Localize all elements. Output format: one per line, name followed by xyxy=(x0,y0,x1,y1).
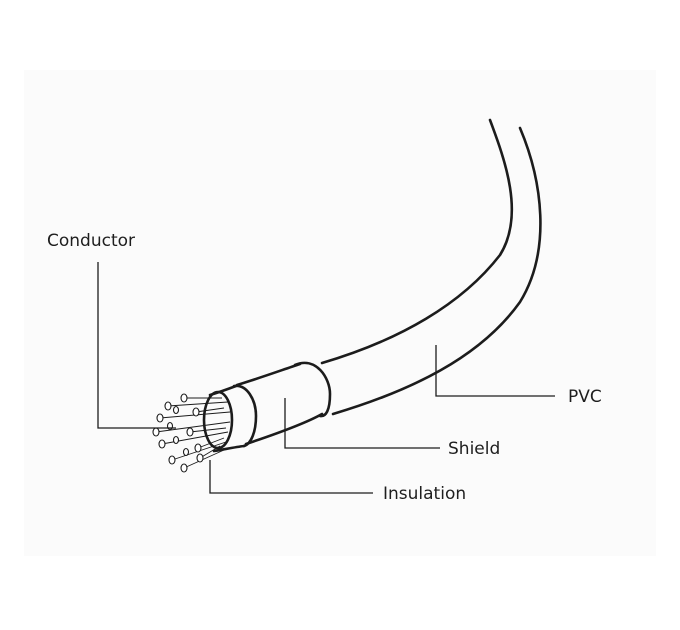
wire-end xyxy=(158,439,166,449)
wire-end xyxy=(196,453,204,463)
insulation-bottom-edge xyxy=(212,444,246,453)
pvc-leader-line xyxy=(435,345,555,397)
wire-end xyxy=(164,401,172,411)
pvc-jacket-bottom-edge xyxy=(331,126,542,416)
wire-end xyxy=(172,405,180,415)
wire-strand xyxy=(195,407,225,413)
insulation-layer xyxy=(202,384,246,453)
wire-end xyxy=(180,463,188,473)
shield-jacket-edge xyxy=(293,361,332,418)
conductor-leader-line xyxy=(97,262,176,429)
shield-front-edge xyxy=(232,384,258,448)
pvc-jacket xyxy=(320,118,542,416)
wire-strand xyxy=(197,437,225,449)
conductor-wires xyxy=(152,393,231,473)
shield-layer xyxy=(232,361,332,448)
conductor-label: Conductor xyxy=(47,231,135,251)
shield-label: Shield xyxy=(448,439,500,459)
insulation-label: Insulation xyxy=(383,484,466,504)
wire-strand xyxy=(161,431,229,445)
wire-end xyxy=(152,427,160,437)
wire-end xyxy=(186,427,194,437)
shield-bottom-edge xyxy=(244,412,324,446)
wire-end xyxy=(172,435,180,445)
leader-lines xyxy=(97,262,555,494)
wire-strand xyxy=(167,401,229,407)
pvc-label: PVC xyxy=(568,387,602,407)
wire-strand xyxy=(183,449,225,469)
insulation-leader-line xyxy=(209,460,373,494)
wire-strand xyxy=(189,427,227,433)
wire-end xyxy=(194,443,202,453)
wire-end xyxy=(182,447,190,457)
wire-strand xyxy=(155,421,231,433)
wire-strand xyxy=(199,445,221,459)
wire-end xyxy=(192,407,200,417)
shield-leader-line xyxy=(284,398,440,449)
shield-top-edge xyxy=(235,362,302,387)
insulation-rim xyxy=(202,390,234,450)
wire-end xyxy=(168,455,176,465)
wire-end xyxy=(156,413,164,423)
wire-end xyxy=(180,393,188,403)
diagram-panel xyxy=(24,70,656,556)
pvc-jacket-top-edge xyxy=(320,118,514,365)
